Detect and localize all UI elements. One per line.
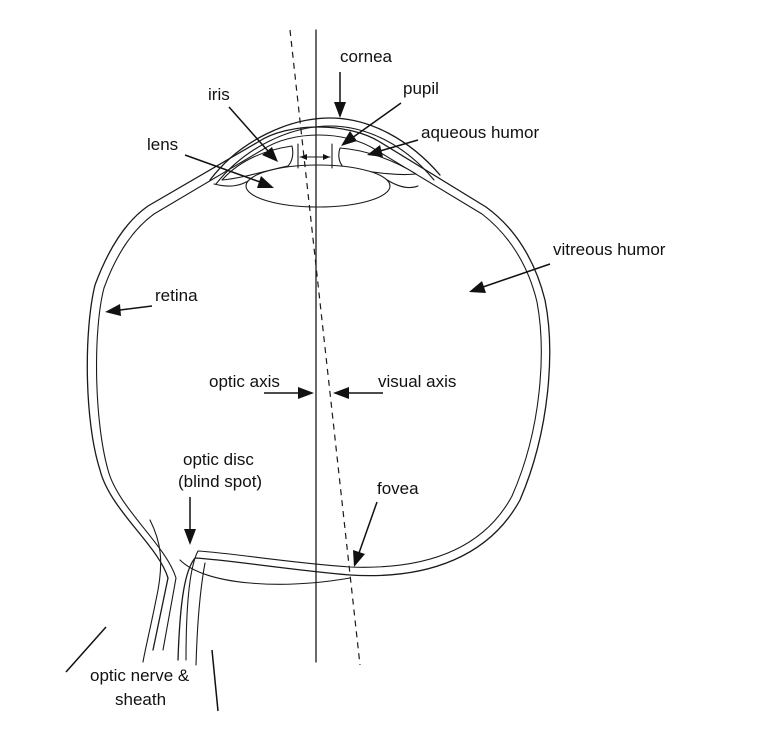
iris-left xyxy=(221,145,294,181)
arrow-fovea xyxy=(353,501,378,567)
label-visual-axis: visual axis xyxy=(378,372,456,391)
label-aqueous-humor: aqueous humor xyxy=(421,123,539,142)
pupil-marker-head-right xyxy=(323,154,330,160)
label-optic-nerve: optic nerve & xyxy=(90,666,190,685)
label-optic-disc: optic disc xyxy=(183,450,254,469)
label-cornea: cornea xyxy=(340,47,393,66)
nerve-sheath-left xyxy=(142,519,162,663)
nerve-sheath-right xyxy=(195,562,206,666)
label-sheath: sheath xyxy=(115,690,166,709)
sclera-outer xyxy=(86,126,551,661)
label-pupil: pupil xyxy=(403,79,439,98)
visual-axis-line xyxy=(289,29,361,666)
lens-shape xyxy=(245,164,391,208)
pointer-optic-nerve-right xyxy=(211,649,219,712)
arrow-visual-axis xyxy=(333,387,383,399)
pupil-marker-head-left xyxy=(300,154,307,160)
optic-nerve-outer xyxy=(179,559,351,585)
label-lens: lens xyxy=(147,135,178,154)
arrow-aqueous-humor xyxy=(367,139,419,157)
ciliary-left xyxy=(213,179,251,187)
label-optic-axis: optic axis xyxy=(209,372,280,391)
arrow-pupil xyxy=(341,102,402,146)
cornea-outer xyxy=(209,117,441,181)
arrow-cornea xyxy=(334,72,346,118)
label-blind-spot: (blind spot) xyxy=(178,472,262,491)
arrow-lens xyxy=(184,154,274,188)
sclera-inner xyxy=(95,134,542,661)
label-fovea: fovea xyxy=(377,479,419,498)
label-retina: retina xyxy=(155,286,198,305)
arrow-vitreous-humor xyxy=(469,263,551,293)
arrow-optic-axis xyxy=(264,387,314,399)
arrow-retina xyxy=(105,304,153,316)
pointer-optic-nerve-left xyxy=(65,626,107,673)
label-iris: iris xyxy=(208,85,230,104)
arrow-optic-disc xyxy=(184,497,196,545)
arrow-iris xyxy=(228,106,278,162)
label-vitreous-humor: vitreous humor xyxy=(553,240,666,259)
cornea-inner xyxy=(215,125,435,185)
